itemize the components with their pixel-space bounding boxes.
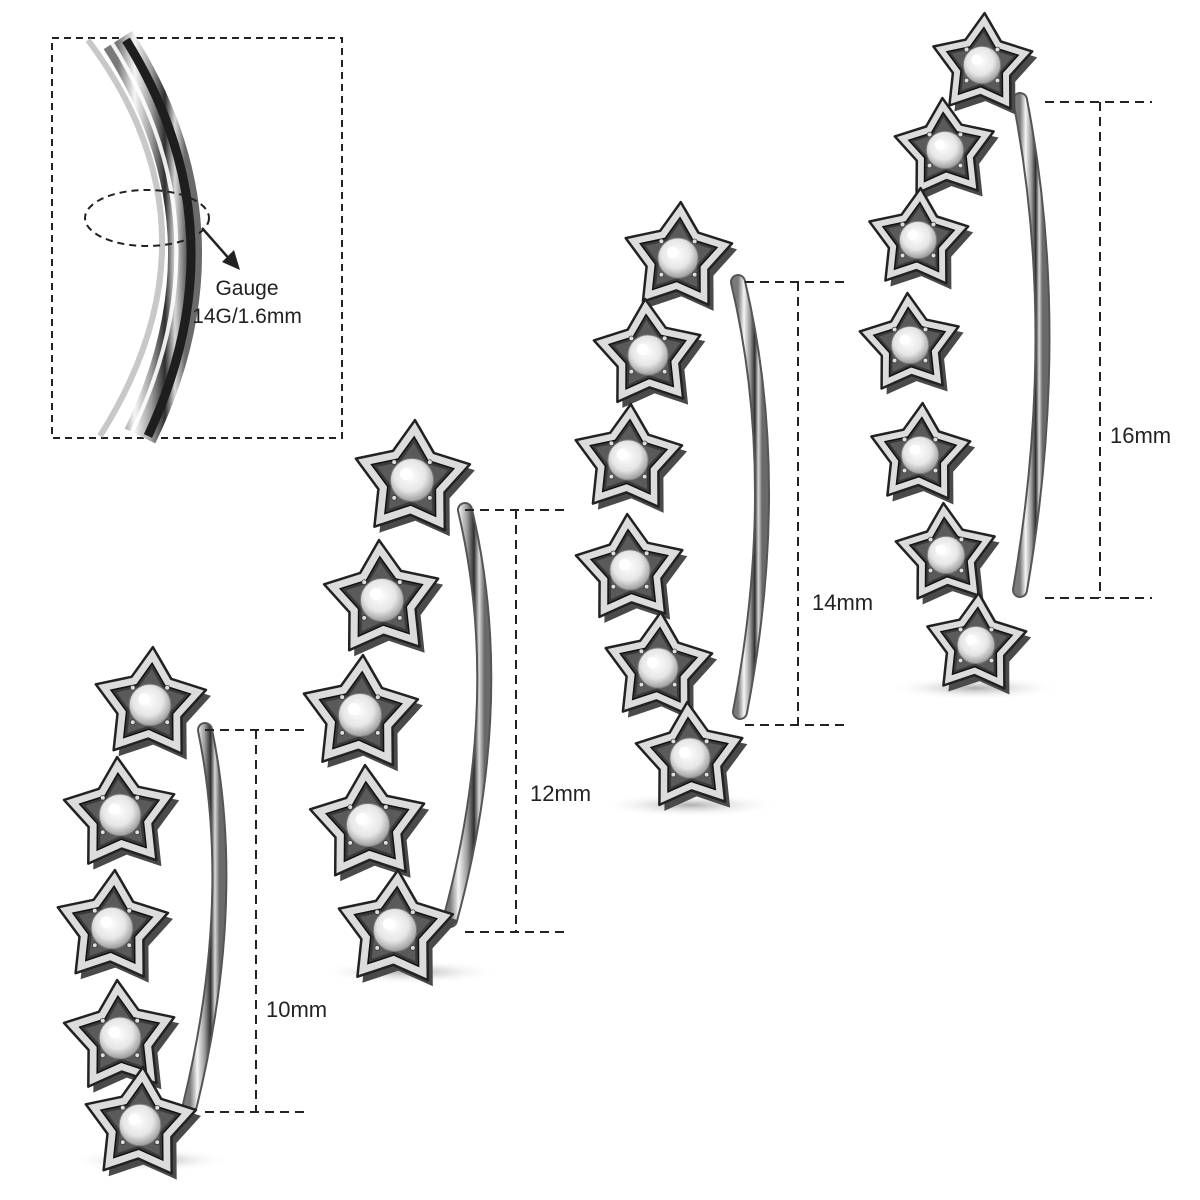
gauge-label: Gauge 14G/1.6mm (172, 275, 322, 331)
ring-16mm-star (893, 96, 999, 200)
ring-12mm-bar (444, 504, 491, 926)
ring-14mm-star (574, 402, 688, 513)
ring-12mm-dimension (465, 509, 568, 933)
ring-16mm-star (894, 501, 1000, 605)
ring-10mm-star (62, 978, 180, 1093)
ring-10mm-bar (184, 724, 226, 1111)
size-label-12mm: 12mm (530, 781, 592, 806)
gauge-value: 14G/1.6mm (192, 305, 302, 328)
ring-16mm-shadow (890, 676, 1060, 700)
gauge-inset-frame (51, 37, 343, 439)
ring-14mm (574, 200, 780, 817)
gauge-arrow-line (201, 227, 233, 263)
ring-14mm-star (634, 700, 748, 811)
size-label-10mm: 10mm (266, 997, 328, 1022)
ring-16mm-dimension (1045, 101, 1152, 599)
ring-14mm-star (624, 200, 738, 311)
gauge-inset (51, 30, 343, 444)
ring-10mm-star (56, 868, 173, 983)
gauge-title: Gauge (215, 277, 279, 300)
gauge-bar (103, 30, 202, 444)
ring-16mm-star (932, 11, 1038, 115)
ring-16mm-star (870, 401, 976, 505)
ring-14mm-shadow (600, 793, 780, 817)
ring-12mm-star (354, 418, 475, 537)
size-label-14mm: 14mm (812, 590, 874, 615)
size-label-16mm: 16mm (1110, 423, 1172, 448)
ring-14mm-bar (732, 276, 768, 718)
gauge-arrow-head (222, 250, 240, 270)
ring-16mm-bar (1014, 94, 1049, 596)
ring-14mm-dimension (745, 281, 850, 726)
ring-14mm-star (604, 610, 718, 721)
ring-14mm-star (592, 297, 706, 408)
ring-10mm (56, 645, 230, 1180)
ring-16mm-star (868, 186, 974, 290)
ring-16mm-star (926, 591, 1032, 695)
ring-10mm-star (62, 755, 180, 870)
gauge-ellipse (84, 189, 210, 247)
ring-14mm-star (574, 512, 688, 623)
ring-12mm-star (308, 763, 430, 882)
ring-12mm (302, 418, 500, 987)
ring-12mm-star (337, 868, 458, 987)
ring-10mm-star (84, 1065, 201, 1180)
gauge-bar-outer (85, 38, 165, 438)
ring-10mm-dimension (205, 729, 305, 1113)
ring-12mm-star (302, 653, 423, 772)
ring-10mm-star (94, 645, 211, 760)
ring-12mm-star (322, 538, 444, 657)
ring-16mm-star (858, 291, 964, 395)
ring-16mm (858, 11, 1060, 700)
